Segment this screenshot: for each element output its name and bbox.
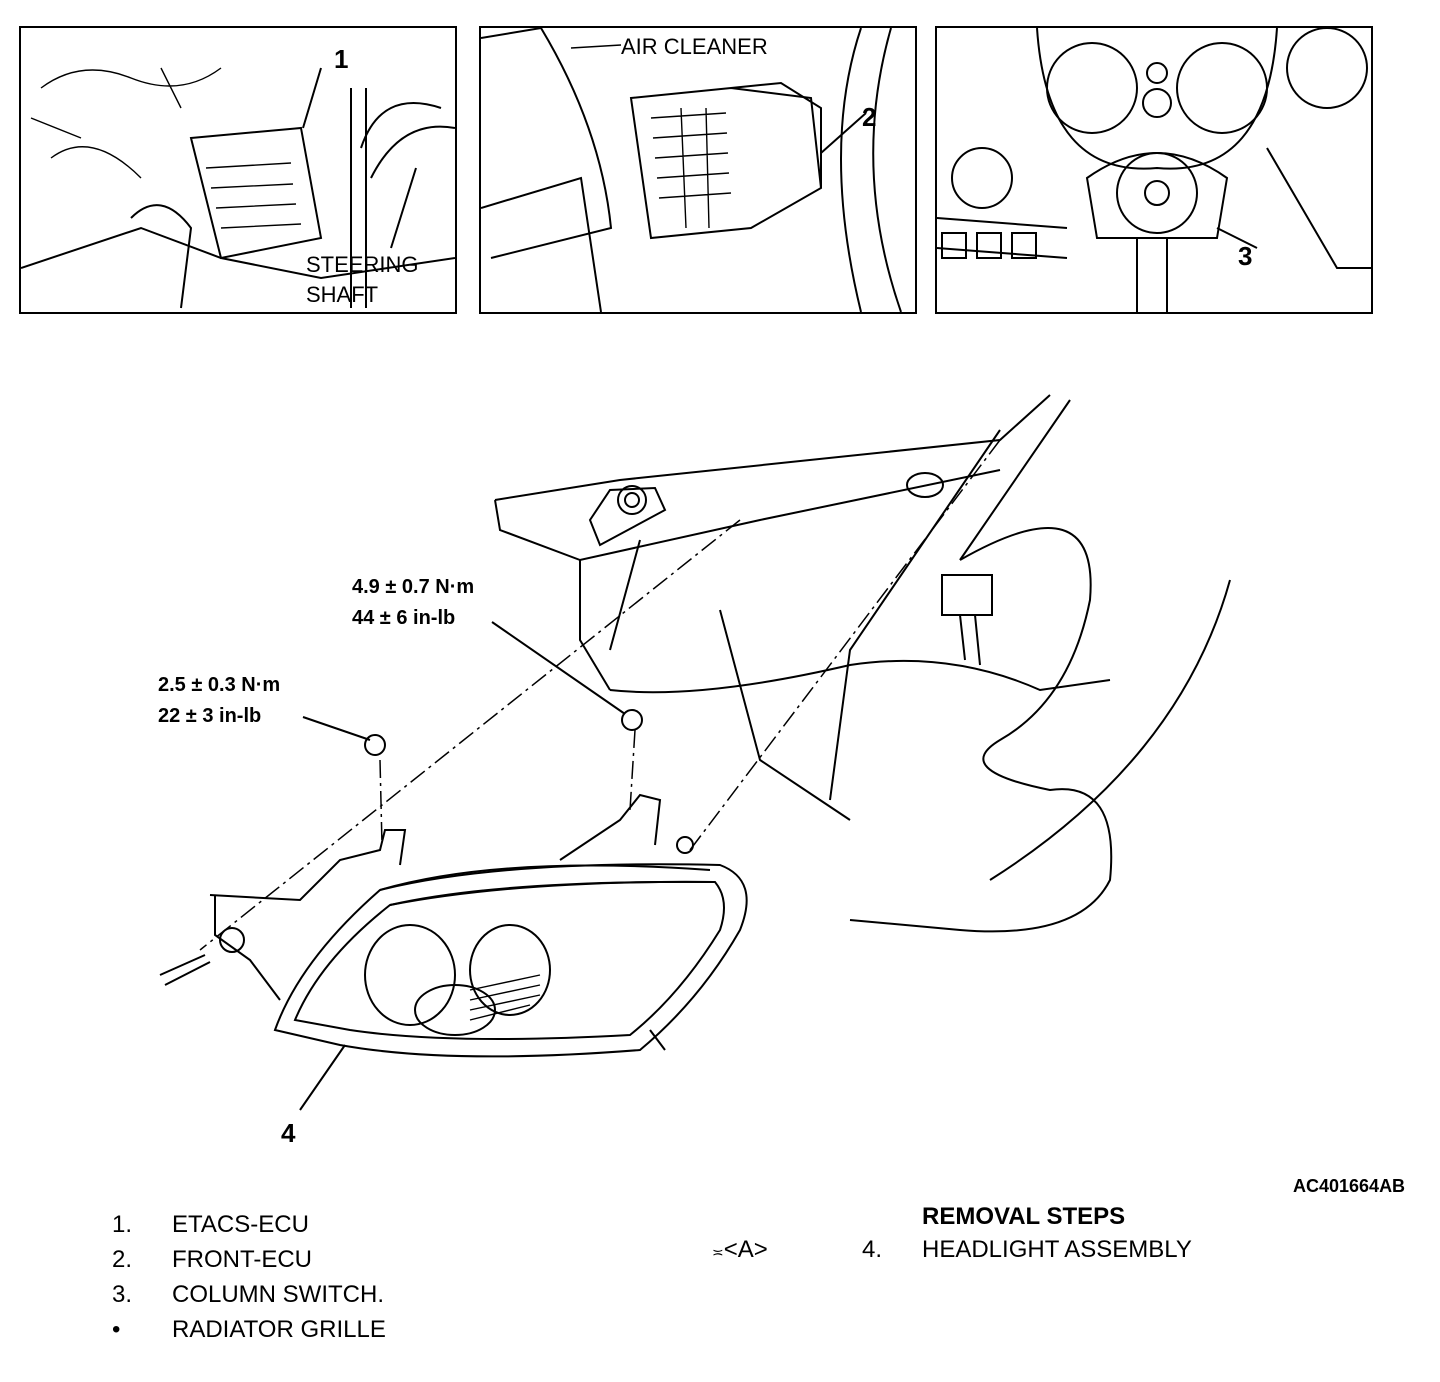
headlight-assembly-drawing [159, 394, 1231, 1111]
callout-2: 2 [862, 102, 877, 132]
service-point-ref: <A> [723, 1236, 768, 1263]
service-point-icon: ≍ [712, 1244, 724, 1260]
torque-lower-metric: 2.5 ± 0.3 N·m [158, 674, 281, 696]
etacs-ecu-drawing [21, 67, 455, 309]
list-item: •RADIATOR GRILLE [112, 1316, 386, 1343]
steering-label: STEERING [306, 252, 419, 277]
removal-step: ≍<A> 4. HEADLIGHT ASSEMBLY [712, 1236, 1192, 1264]
torque-upper-metric: 4.9 ± 0.7 N·m [352, 576, 475, 598]
parts-list: 1.ETACS-ECU 2.FRONT-ECU 3.COLUMN SWITCH.… [112, 1207, 386, 1347]
etacs-ecu-location-panel: 1 STEERING SHAFT [19, 26, 457, 314]
callout-1: 1 [334, 44, 349, 74]
callout-4: 4 [281, 1118, 296, 1148]
column-switch-drawing [937, 28, 1371, 312]
figure-code: AC401664AB [1293, 1176, 1406, 1196]
removal-steps-title: REMOVAL STEPS [922, 1203, 1126, 1230]
list-item: 1.ETACS-ECU [112, 1211, 309, 1238]
step-number: 4. [862, 1236, 883, 1263]
shaft-label: SHAFT [306, 282, 379, 307]
callout-3: 3 [1238, 241, 1253, 271]
front-ecu-location-panel: AIR CLEANER 2 [479, 26, 917, 314]
list-item: 3.COLUMN SWITCH. [112, 1281, 384, 1308]
column-switch-location-panel: 3 [935, 26, 1373, 314]
list-item: 2.FRONT-ECU [112, 1246, 312, 1273]
front-ecu-drawing [481, 28, 902, 312]
step-label: HEADLIGHT ASSEMBLY [922, 1236, 1192, 1263]
air-cleaner-label: AIR CLEANER [621, 34, 768, 59]
torque-spec-upper: 4.9 ± 0.7 N·m 44 ± 6 in-lb [352, 572, 474, 634]
torque-upper-imperial: 44 ± 6 in-lb [352, 607, 456, 629]
torque-spec-lower: 2.5 ± 0.3 N·m 22 ± 3 in-lb [158, 670, 280, 732]
torque-lower-imperial: 22 ± 3 in-lb [158, 705, 262, 727]
